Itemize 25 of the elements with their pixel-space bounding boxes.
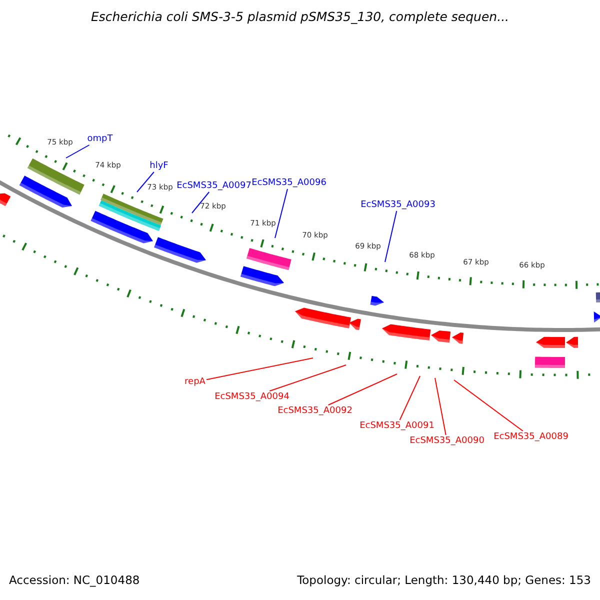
leader-line bbox=[384, 210, 398, 262]
gene-label: EcSMS35_A0094 bbox=[214, 392, 290, 402]
leader-line bbox=[274, 188, 288, 238]
gene-label: repA bbox=[184, 376, 206, 388]
gene-label: hlyF bbox=[150, 160, 168, 172]
leader-line bbox=[66, 144, 90, 158]
leader-line bbox=[328, 374, 398, 406]
gene-label: EcSMS35_A0097 bbox=[176, 180, 252, 192]
gene-label: EcSMS35_A0091 bbox=[360, 420, 434, 432]
gene-label: ompT bbox=[87, 134, 113, 144]
leader-line bbox=[454, 380, 524, 432]
gene-label: EcSMS35_A0092 bbox=[278, 406, 352, 416]
summary-text: Topology: circular; Length: 130,440 bp; Genes: 153 bbox=[297, 574, 591, 588]
leader-line bbox=[136, 172, 154, 192]
leader-line bbox=[269, 364, 346, 392]
title: Escherichia coli SMS-3-5 plasmid pSMS35_130, complete sequen... bbox=[90, 10, 510, 24]
leader-line bbox=[206, 358, 314, 380]
accession-text: Accession: NC_010488 bbox=[9, 574, 140, 588]
gene-label: EcSMS35_A0089 bbox=[494, 432, 568, 442]
gene-label: EcSMS35_A0093 bbox=[360, 200, 436, 210]
gene-label: EcSMS35_A0090 bbox=[410, 436, 484, 446]
leader-line bbox=[434, 378, 446, 436]
leader-line bbox=[399, 376, 420, 420]
gene-label: EcSMS35_A0096 bbox=[252, 178, 326, 188]
leader-line bbox=[192, 192, 210, 214]
